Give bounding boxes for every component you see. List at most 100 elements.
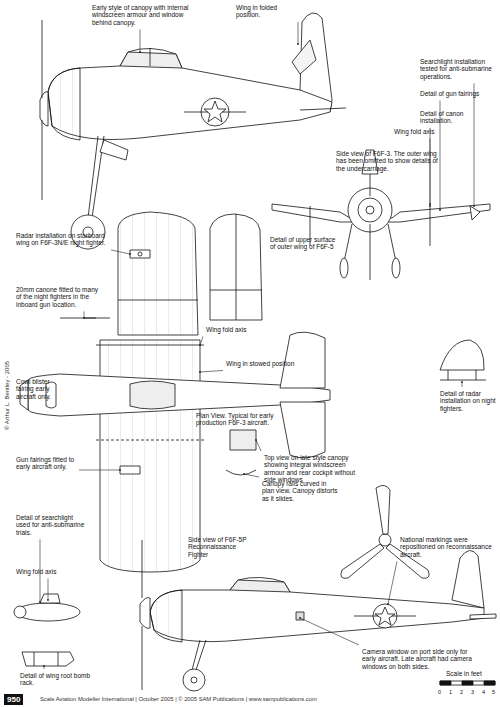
callout-label: Side view of F6F-5P Reconnaissance Fight… [188, 536, 258, 558]
callout-label: Cowl blister fairing early aircraft only… [16, 378, 68, 400]
leader-dot [473, 205, 475, 207]
outer-wing-detail [118, 212, 262, 335]
side-view-f6f5p-part [470, 614, 496, 619]
plan-view-part [96, 440, 204, 441]
outer-wing-detail-part [118, 212, 198, 335]
callout-label: Canopy rails curved in plan view. Canopy… [262, 480, 338, 502]
leader-dot [297, 43, 299, 45]
plan-view-part [280, 402, 325, 458]
side-view-f6f3-part [150, 48, 151, 66]
bomb-rack-detail-part [58, 652, 59, 666]
propeller [341, 485, 429, 578]
side-view-f6f5p-part [296, 612, 304, 620]
leader-dot [387, 603, 389, 605]
callout-label: Gun fairings fitted to early aircraft on… [16, 456, 76, 471]
propeller-part [376, 485, 390, 534]
side-view-f6f3-part [300, 108, 346, 110]
front-view-part [366, 206, 374, 214]
leader-line [256, 440, 261, 451]
scale-number: 5 [492, 689, 495, 695]
drawing-part [14, 13, 496, 691]
outer-wing-detail-part [236, 214, 237, 320]
side-view-f6f3-part [184, 112, 208, 113]
callout-label: Detail of searchlight used for anti-subm… [16, 514, 86, 536]
side-view-f6f5p-part [392, 616, 416, 617]
callout-label: Wing in folded position. [236, 4, 298, 19]
leader-line [44, 666, 45, 669]
side-view-f6f3-part [48, 68, 80, 140]
side-view-f6f5p-part [142, 626, 143, 690]
leader-line [200, 370, 223, 372]
side-view-f6f3-part [222, 112, 246, 113]
leader-line [300, 618, 359, 645]
scale-number: 1 [449, 689, 452, 695]
callout-label: Wing fold axis [394, 128, 444, 135]
bomb-rack-detail-part [22, 652, 74, 666]
leader-line [48, 578, 49, 600]
leader-line [84, 311, 85, 318]
callout-label: Camera window on port side only for earl… [362, 648, 482, 670]
side-view-f6f3-part [120, 52, 182, 68]
callout-label: Detail of canon installation. [420, 110, 492, 125]
front-view [272, 150, 490, 280]
side-view-f6f5p [140, 540, 496, 691]
leader-dot [461, 381, 463, 383]
callout-label: Searchlight installation tested for anti… [420, 58, 496, 80]
front-view-part [430, 206, 431, 246]
outer-wing-detail-part [210, 214, 262, 320]
leader-dot [199, 344, 201, 346]
scale-number: 3 [471, 689, 474, 695]
callout-label: Detail of radar installation on night fi… [440, 390, 496, 412]
plan-view-part [96, 345, 204, 346]
side-view-f6f5p-part [142, 540, 143, 598]
side-view-f6f3-part [292, 40, 316, 74]
leader-dot [83, 317, 85, 319]
bomb-rack-detail [22, 652, 74, 666]
scale-number: 2 [460, 689, 463, 695]
bomb-rack-detail-part [34, 652, 35, 666]
callout-label: Top view on late style canopy showing in… [264, 454, 368, 484]
front-view-part [388, 224, 396, 262]
callout-label: Radar installation on starboard wing on … [16, 232, 108, 247]
scale-bar [440, 681, 495, 685]
leader-line [79, 470, 120, 471]
leader-dot [199, 371, 201, 373]
front-view-part [392, 258, 400, 278]
plan-view-part [60, 318, 110, 319]
side-view-f6f3-part [42, 120, 43, 200]
page-number: 950 [4, 694, 23, 705]
callout-label: 20mm canone fitted to many of the night … [16, 286, 102, 308]
scale-bar-part [440, 681, 495, 685]
side-view-f6f5p-part [191, 677, 197, 683]
leader-dot [129, 253, 131, 255]
leader-dot [439, 209, 441, 211]
callout-label: Wing in stowed position [226, 360, 298, 367]
callout-label: National markings were repositioned on r… [400, 536, 496, 558]
leader-dot [43, 665, 45, 667]
radar-detail-part [440, 340, 484, 370]
callout-label: Wing fold axis [206, 326, 252, 333]
side-view-f6f5p-part [452, 550, 484, 608]
side-view-f6f5p-part [230, 580, 290, 592]
radar-detail-part [476, 370, 477, 380]
plan-view-part [120, 466, 140, 474]
scale-number: 0 [438, 689, 441, 695]
scale-bar-part [484, 681, 495, 685]
front-view-part [358, 198, 382, 222]
front-view-part [370, 224, 371, 280]
side-view-f6f3-part [40, 92, 48, 126]
outer-wing-detail-part [118, 300, 198, 301]
callout-label: Detail of upper surface of outer wing of… [270, 236, 338, 251]
side-view-f6f5p-part [196, 640, 206, 670]
searchlight-detail-part [40, 594, 60, 603]
leader-dot [255, 439, 257, 441]
side-view-f6f5p-part [150, 590, 182, 642]
plan-view-part [226, 470, 256, 475]
plan-view-part [130, 250, 150, 258]
side-view-f6f3-part [100, 140, 128, 160]
front-view-part [470, 206, 480, 220]
leader-dot [139, 51, 141, 53]
searchlight-detail-part [14, 606, 26, 618]
